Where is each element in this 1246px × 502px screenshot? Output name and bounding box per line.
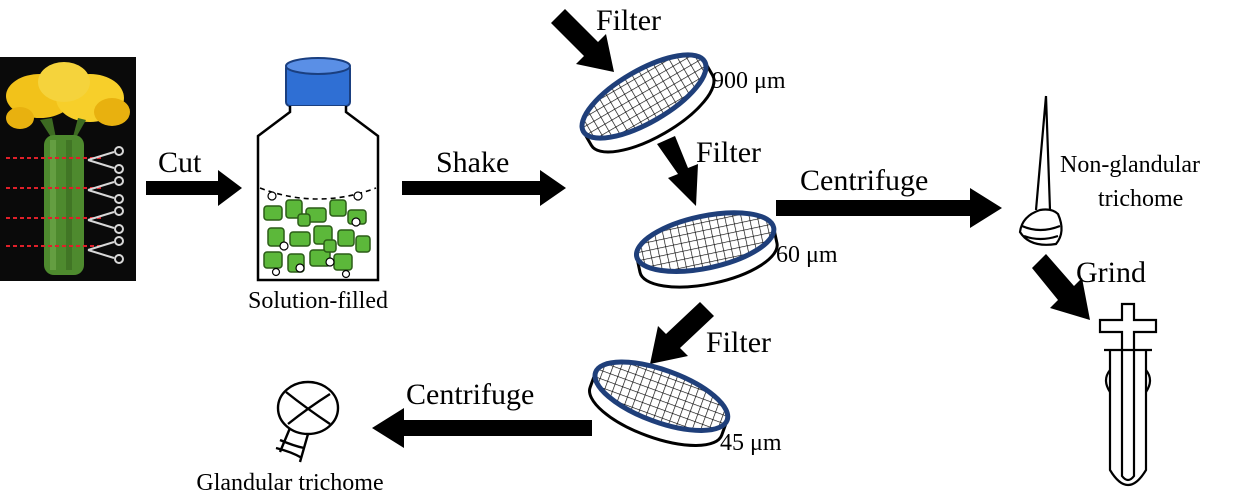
- label-mesh-45: 45 μm: [720, 430, 782, 456]
- label-centrifuge-right: Centrifuge: [800, 164, 928, 197]
- arrow-shake: [402, 170, 566, 206]
- scissors-icon: [87, 146, 124, 264]
- arrow-filter-1: [551, 9, 614, 72]
- arrow-cut: [146, 170, 242, 206]
- arrow-centrifuge-right: [776, 188, 1002, 228]
- arrow-filter-2: [657, 136, 698, 206]
- filter-sieve-icon: [631, 202, 782, 298]
- cut-lines: [6, 157, 104, 247]
- arrow-centrifuge-bottom: [372, 408, 592, 448]
- label-non-glandular-2: trichome: [1098, 186, 1183, 212]
- bottle-icon: [256, 57, 380, 282]
- arrow-grind: [1032, 254, 1090, 320]
- label-cut: Cut: [158, 146, 202, 179]
- label-centrifuge-bottom: Centrifuge: [406, 378, 534, 411]
- label-glandular: Glandular trichome: [196, 470, 383, 496]
- label-mesh-60: 60 μm: [776, 242, 838, 268]
- label-filter-2: Filter: [696, 136, 761, 169]
- cucumber-flower-photo: [0, 57, 136, 281]
- arrow-filter-3: [650, 302, 714, 364]
- label-filter-3: Filter: [706, 326, 771, 359]
- label-mesh-900: 900 μm: [712, 68, 786, 94]
- label-filter-1: Filter: [596, 4, 661, 37]
- label-shake: Shake: [436, 146, 509, 179]
- glandular-trichome-icon: [275, 380, 340, 463]
- label-solution-filled: Solution-filled: [248, 288, 388, 314]
- non-glandular-trichome-icon: [1018, 95, 1063, 246]
- grinding-tube-icon: [1098, 302, 1158, 487]
- label-grind: Grind: [1076, 256, 1146, 289]
- filter-sieve-icon: [581, 348, 736, 460]
- tissue-pieces: [263, 199, 371, 273]
- flower-petals: [6, 62, 130, 129]
- label-non-glandular-1: Non-glandular: [1060, 152, 1200, 178]
